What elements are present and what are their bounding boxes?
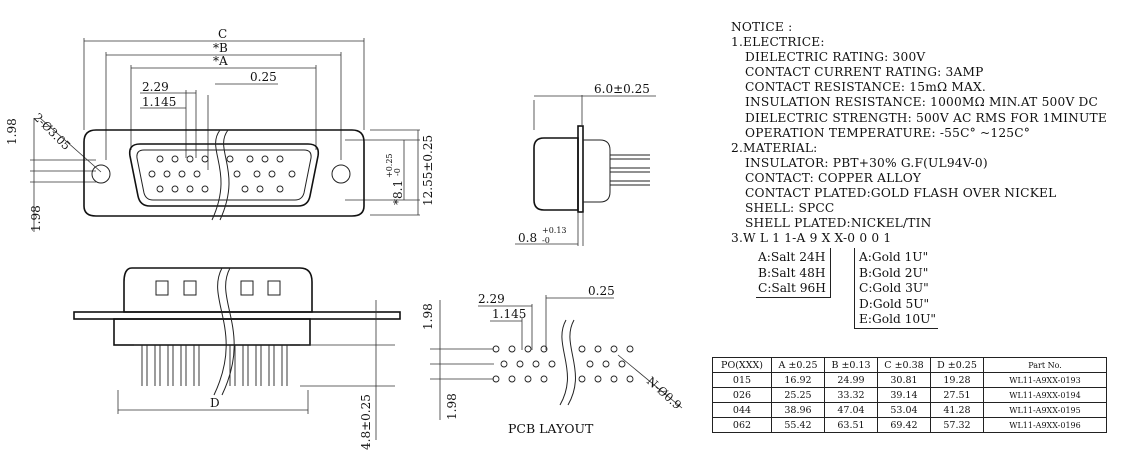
table-cell: 062 [712, 417, 772, 433]
material-line: CONTACT PLATED:GOLD FLASH OVER NICKEL [745, 186, 1057, 201]
table-cell: 25.25 [771, 387, 825, 403]
table-cell: 39.14 [877, 387, 931, 403]
salt-options: A:Salt 24H B:Salt 48H C:Salt 96H [756, 248, 831, 298]
pcb-caption: PCB LAYOUT [508, 421, 594, 436]
table-cell: 015 [712, 372, 772, 388]
gold-option: D:Gold 5U" [859, 296, 930, 311]
pcb-dim-1-145: 1.145 [492, 307, 526, 321]
table-cell: 63.51 [824, 417, 878, 433]
table-header: Part No. [983, 357, 1107, 373]
gold-option: C:Gold 3U" [859, 281, 929, 296]
part-code: 3.W L 1 1-A 9 X X-0 0 0 1 [731, 231, 892, 246]
dim-1-98-bottom: 1.98 [29, 205, 43, 232]
table-cell: 47.04 [824, 402, 878, 418]
table-cell: 53.04 [877, 402, 931, 418]
table-row: 026 25.25 33.32 39.14 27.51 WL11-A9XX-01… [712, 387, 1107, 403]
table-cell: 16.92 [771, 372, 825, 388]
table-cell: WL11-A9XX-0195 [983, 402, 1107, 418]
gold-option: B:Gold 2U" [859, 265, 929, 280]
electric-line: CONTACT CURRENT RATING: 3AMP [745, 65, 984, 80]
table-cell: WL11-A9XX-0193 [983, 372, 1107, 388]
table-cell: 55.42 [771, 417, 825, 433]
material-line: SHELL PLATED:NICKEL/TIN [745, 216, 932, 231]
table-cell: 57.32 [930, 417, 984, 433]
table-row: 015 16.92 24.99 30.81 19.28 WL11-A9XX-01… [712, 372, 1107, 388]
electric-line: DIELECTRIC STRENGTH: 500V AC RMS FOR 1MI… [745, 110, 1107, 125]
salt-option: A:Salt 24H [758, 250, 826, 264]
pcb-dim-hole: N-Ø0.9 [644, 374, 684, 412]
dim-b-label: *B [213, 41, 228, 55]
table-header: D ±0.25 [930, 357, 984, 373]
electric-line: INSULATION RESISTANCE: 1000MΩ MIN.AT 500… [745, 95, 1099, 110]
dim-0-8-tol-upper: +0.13 [542, 226, 567, 235]
dim-0-25-label: 0.25 [250, 70, 277, 84]
table-cell: WL11-A9XX-0196 [983, 417, 1107, 433]
material-line: SHELL: SPCC [745, 201, 835, 216]
gold-option: E:Gold 10U" [859, 312, 937, 327]
table-cell: 41.28 [930, 402, 984, 418]
dim-1-145-label: 1.145 [142, 95, 176, 109]
front-view: C *B *A 2.29 1.145 0.25 2-Ø3.05 1.98 1.9… [5, 27, 435, 232]
table-cell: WL11-A9XX-0194 [983, 387, 1107, 403]
gold-options: A:Gold 1U" B:Gold 2U" C:Gold 3U" D:Gold … [854, 248, 939, 329]
side-view: 6.0±0.25 0.8 +0.13 -0 [515, 82, 656, 246]
electric-line: OPERATION TEMPERATURE: -55C° ~125C° [745, 125, 1031, 140]
table-cell: 33.32 [824, 387, 878, 403]
dim-4-8-label: 4.8±0.25 [359, 394, 373, 450]
table-header: A ±0.25 [771, 357, 825, 373]
dim-a-label: *A [213, 54, 228, 68]
material-heading: 2.MATERIAL: [731, 140, 818, 155]
pcb-dim-1-98-top: 1.98 [421, 303, 435, 330]
dim-0-8-tol-lower: -0 [542, 236, 550, 245]
table-cell: 38.96 [771, 402, 825, 418]
notice-block: NOTICE : 1.ELECTRICE: DIELECTRIC RATING:… [731, 20, 1131, 246]
dim-8-1-tol-upper: +0.25 [385, 153, 394, 178]
dim-8-1-label: *8.1 [391, 180, 405, 205]
table-row: 044 38.96 47.04 53.04 41.28 WL11-A9XX-01… [712, 402, 1107, 418]
table-row: 062 55.42 63.51 69.42 57.32 WL11-A9XX-01… [712, 417, 1107, 433]
notice-title: NOTICE : [731, 20, 793, 34]
table-header-row: PO(XXX) A ±0.25 B ±0.13 C ±0.38 D ±0.25 … [712, 357, 1107, 373]
electric-line: CONTACT RESISTANCE: 15mΩ MAX. [745, 80, 986, 95]
material-line: CONTACT: COPPER ALLOY [745, 170, 922, 185]
dim-12-55-label: 12.55±0.25 [421, 135, 435, 206]
gold-option: A:Gold 1U" [859, 250, 929, 264]
electric-heading: 1.ELECTRICE: [731, 35, 825, 50]
table-cell: 19.28 [930, 372, 984, 388]
pcb-dim-1-98-bottom: 1.98 [445, 393, 459, 420]
table-header: PO(XXX) [712, 357, 772, 373]
salt-option: B:Salt 48H [758, 265, 826, 280]
table-header: B ±0.13 [824, 357, 878, 373]
dim-d-label: D [210, 396, 220, 410]
material-line: INSULATOR: PBT+30% G.F(UL94V-0) [745, 155, 988, 170]
table-cell: 24.99 [824, 372, 878, 388]
dim-c-label: C [218, 27, 227, 41]
dimension-table: PO(XXX) A ±0.25 B ±0.13 C ±0.38 D ±0.25 … [712, 357, 1107, 433]
dim-8-1-tol-lower: -0 [393, 168, 402, 176]
electric-line: DIELECTRIC RATING: 300V [745, 50, 926, 65]
table-cell: 30.81 [877, 372, 931, 388]
table-cell: 69.42 [877, 417, 931, 433]
dim-1-98-top: 1.98 [5, 118, 19, 145]
dim-hole-label: 2-Ø3.05 [31, 110, 74, 153]
table-cell: 026 [712, 387, 772, 403]
pcb-layout: 2.29 1.145 0.25 1.98 1.98 N-Ø0.9 PCB LAY… [421, 284, 684, 436]
dim-2-29-label: 2.29 [142, 80, 169, 94]
dim-6-0-label: 6.0±0.25 [594, 82, 650, 96]
pcb-dim-2-29: 2.29 [478, 292, 505, 306]
salt-option: C:Salt 96H [758, 281, 826, 296]
bottom-view: D 4.8±0.25 [73, 267, 401, 450]
table-cell: 27.51 [930, 387, 984, 403]
table-header: C ±0.38 [877, 357, 931, 373]
dim-0-8-label: 0.8 [518, 231, 537, 245]
table-cell: 044 [712, 402, 772, 418]
pcb-dim-0-25: 0.25 [588, 284, 615, 298]
